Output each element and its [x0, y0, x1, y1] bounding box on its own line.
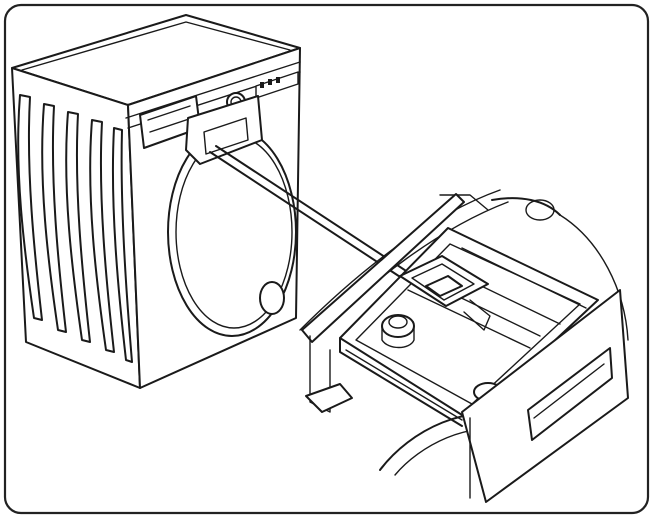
- drawer-open-small: [139, 95, 263, 165]
- drawer-handle: [527, 347, 613, 441]
- machine-side: [11, 67, 141, 389]
- filter-cover: [259, 281, 285, 315]
- washing-machine-icon: [11, 14, 301, 389]
- side-ribs: [17, 94, 133, 363]
- siphon-cap: [381, 314, 415, 338]
- detergent-drawer-icon: [299, 189, 629, 503]
- figure-border: [3, 3, 650, 515]
- display-panel: [255, 71, 299, 99]
- liquid-insert: [399, 255, 491, 331]
